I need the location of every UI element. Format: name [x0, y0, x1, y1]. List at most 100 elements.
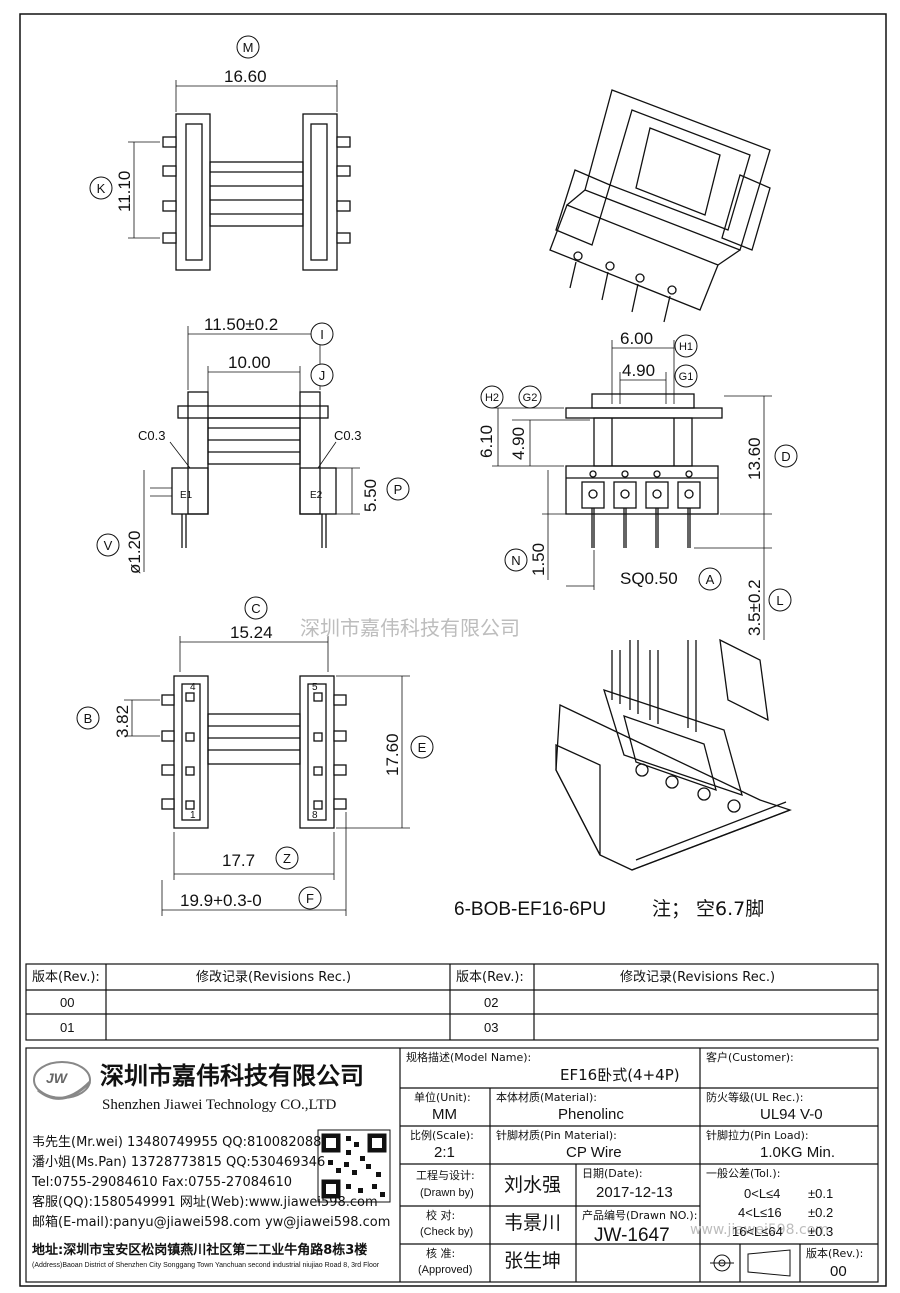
pin-1: 1 [190, 810, 196, 821]
dim-K: 11.10 [115, 171, 134, 212]
pin-4: 4 [190, 682, 196, 693]
marker-letters: M K I J P V H1 G1 H2 G2 D N A L C B E Z … [84, 40, 791, 906]
revision-table-lines [25, 963, 879, 1041]
drawn-no-label: 产品编号(Drawn NO.): [582, 1209, 698, 1222]
watermark-url: www.jiawei598.com [690, 1222, 829, 1238]
logo-text: JW [46, 1070, 67, 1086]
unit-label: 单位(Unit): [414, 1091, 471, 1104]
contact-line: 韦先生(Mr.wei) 13480749955 QQ:810082088 [32, 1135, 322, 1150]
dim-P: 5.50 [361, 479, 380, 512]
pin-8: 8 [312, 810, 318, 821]
dim-H2: 6.10 [477, 425, 496, 458]
date-label: 日期(Date): [582, 1167, 643, 1180]
marker-text: E [418, 740, 427, 755]
customer-label: 客户(Customer): [706, 1051, 794, 1064]
company-name-en: Shenzhen Jiawei Technology CO.,LTD [102, 1097, 337, 1113]
marker-I [310, 322, 334, 346]
dimension-texts: 16.60 11.10 11.50±0.2 10.00 C0.3 C0.3 5.… [113, 67, 764, 910]
contact-line: 邮箱(E-mail):panyu@jiawei598.com yw@jiawei… [32, 1215, 391, 1230]
marker-text: A [706, 572, 715, 587]
projection-symbol [710, 1249, 791, 1277]
drawn-label-en: (Drawn by) [420, 1187, 474, 1199]
pin-5: 5 [312, 682, 318, 693]
rev-row-03: 03 [484, 1020, 499, 1035]
dim-L: 3.5±0.2 [745, 579, 764, 636]
marker-text: C [251, 601, 260, 616]
rev-row-01: 01 [60, 1020, 75, 1035]
marker-D [774, 444, 798, 468]
scale-label: 比例(Scale): [410, 1129, 474, 1142]
dim-G1: 4.90 [622, 361, 655, 380]
dim-V: ø1.20 [125, 531, 144, 574]
rev-header-right: 版本(Rev.): [456, 970, 524, 985]
check-label-en: (Check by) [420, 1226, 474, 1238]
top-view [128, 80, 351, 271]
marker-text: F [306, 891, 314, 906]
iso-view-top [549, 89, 771, 323]
check-value: 韦景川 [504, 1212, 562, 1234]
part-number: 6-BOB-EF16-6PU [454, 899, 607, 920]
marker-N [504, 548, 528, 572]
drawn-no-value: JW-1647 [594, 1225, 670, 1246]
address-en: (Address)Baoan District of Shenzhen City… [32, 1262, 380, 1269]
contact-line: 客服(QQ):1580549991 网址(Web):www.jiawei598.… [32, 1195, 378, 1210]
dim-G2: 4.90 [509, 427, 528, 460]
contact-line: Tel:0755-29084610 Fax:0755-27084610 [32, 1175, 293, 1190]
side-view [492, 340, 772, 640]
dim-C03-left: C0.3 [138, 428, 165, 443]
marker-text: K [97, 181, 106, 196]
date-value: 2017-12-13 [596, 1184, 673, 1201]
marker-C [244, 596, 268, 620]
marker-B [76, 706, 100, 730]
dim-J: 10.00 [228, 353, 271, 372]
rev-row-00: 00 [60, 995, 75, 1010]
marker-text: B [84, 711, 93, 726]
company-logo [33, 1061, 92, 1100]
tol-range: 16<L≤64 [732, 1224, 783, 1239]
tol-value: ±0.3 [808, 1224, 834, 1239]
material-value: Phenolinc [558, 1106, 624, 1123]
qr-code [317, 1129, 391, 1203]
marker-E [410, 735, 434, 759]
marker-F [298, 886, 322, 910]
rev-label: 版本(Rev.): [806, 1247, 864, 1260]
check-label: 校 对: [426, 1209, 456, 1222]
dim-N: 1.50 [529, 543, 548, 576]
dim-B: 3.82 [113, 705, 132, 738]
marker-P [386, 477, 410, 501]
marker-H1 [674, 334, 698, 358]
dim-C03-right: C0.3 [334, 428, 361, 443]
marker-circles [76, 35, 798, 910]
marker-L [768, 588, 792, 612]
model-value: EF16卧式(4+4P) [560, 1066, 680, 1084]
rec-header-left: 修改记录(Revisions Rec.) [196, 970, 352, 985]
marker-text: J [319, 368, 326, 383]
marker-Z [275, 846, 299, 870]
tol-value: ±0.2 [808, 1205, 834, 1220]
dim-H1: 6.00 [620, 329, 653, 348]
dim-F: 19.9+0.3-0 [180, 891, 262, 910]
pin-E2: E2 [310, 490, 323, 501]
watermark-text: 深圳市嘉伟科技有限公司 [300, 616, 520, 640]
pin-numbers: 4 5 1 8 E1 E2 [180, 490, 323, 821]
address-cn: 地址:深圳市宝安区松岗镇燕川社区第二工业牛角路8栋3楼 [32, 1243, 368, 1258]
note: 注； 空6.7脚 [652, 898, 765, 920]
approved-label-en: (Approved) [418, 1264, 473, 1276]
marker-text: D [781, 449, 790, 464]
unit-value: MM [432, 1106, 457, 1123]
pin-material-label: 针脚材质(Pin Material): [496, 1129, 617, 1142]
marker-text: Z [283, 851, 291, 866]
marker-H2 [480, 385, 504, 409]
marker-G1 [674, 364, 698, 388]
drawn-label: 工程与设计: [416, 1169, 475, 1182]
marker-text: L [776, 593, 783, 608]
rec-header-right: 修改记录(Revisions Rec.) [620, 970, 776, 985]
approved-label: 核 准: [426, 1247, 456, 1260]
model-label: 规格描述(Model Name): [406, 1051, 532, 1064]
pin-load-value: 1.0KG Min. [760, 1144, 836, 1161]
iso-view-bottom [555, 638, 792, 871]
tol-range: 4<L≤16 [738, 1205, 782, 1220]
rev-header-left: 版本(Rev.): [32, 970, 100, 985]
contact-line: 潘小姐(Ms.Pan) 13728773815 QQ:530469346 [32, 1155, 326, 1170]
